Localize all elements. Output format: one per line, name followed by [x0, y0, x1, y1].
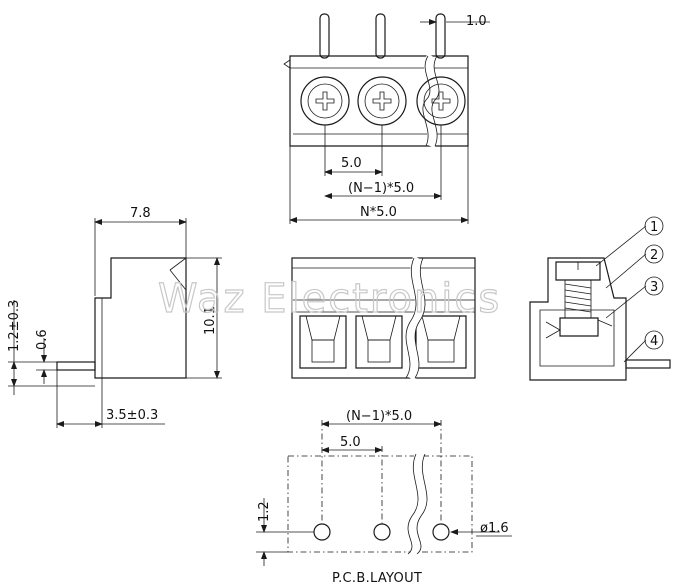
watermark: Waz Electronics	[158, 276, 501, 322]
top-pins	[319, 13, 446, 59]
pcb-layout-caption: P.C.B.LAYOUT	[332, 571, 422, 586]
dim-pcb-pitch: 5.0	[340, 435, 361, 450]
dim-total-width: N*5.0	[360, 205, 397, 220]
dim-pin-length: 3.5±0.3	[106, 408, 158, 423]
pcb-holes	[313, 523, 450, 541]
pcb-outline	[287, 455, 473, 553]
dim-pin-offset: 1.2±0.3	[7, 300, 22, 352]
front-view	[291, 255, 476, 381]
section-pin	[625, 359, 671, 369]
dim-hole-diameter: ø1.6	[480, 521, 509, 536]
dim-span-top: (N−1)*5.0	[348, 181, 414, 196]
callout-4	[644, 330, 664, 350]
dim-pin-width: 1.0	[466, 14, 487, 29]
section-view: 1 2 3 4	[529, 216, 671, 381]
dim-pcb-edge: 1.2	[257, 501, 272, 522]
callout-3	[644, 276, 664, 296]
dim-pcb-span: (N−1)*5.0	[346, 409, 412, 424]
callout-2	[644, 244, 664, 264]
side-view: 7.8 10.1 1.2±0.3 0.6 3.5±0.3	[7, 206, 222, 428]
callout-2-label: 2	[650, 248, 658, 263]
callout-4-label: 4	[650, 334, 658, 349]
callout-3-label: 3	[650, 280, 658, 295]
dim-pin-thickness: 0.6	[35, 329, 50, 350]
callouts: 1 2 3 4	[595, 216, 664, 363]
screw-heads	[300, 76, 466, 126]
dim-depth: 7.8	[130, 206, 151, 221]
pcb-layout-view: (N−1)*5.0 5.0 1.2 ø1.6 P.C.B.LAYOUT	[256, 409, 512, 586]
callout-1-label: 1	[650, 220, 658, 235]
top-view: 1.0 5.0 (N−1)*5.0 N*5.0	[283, 13, 490, 224]
dim-height: 10.1	[203, 306, 218, 335]
dim-pitch-top: 5.0	[341, 156, 362, 171]
side-pin	[56, 361, 96, 371]
callout-1	[644, 216, 664, 236]
section-housing	[529, 257, 627, 381]
wire-openings	[299, 315, 467, 369]
section-screw-head	[555, 261, 601, 281]
front-body-outline	[291, 257, 476, 379]
